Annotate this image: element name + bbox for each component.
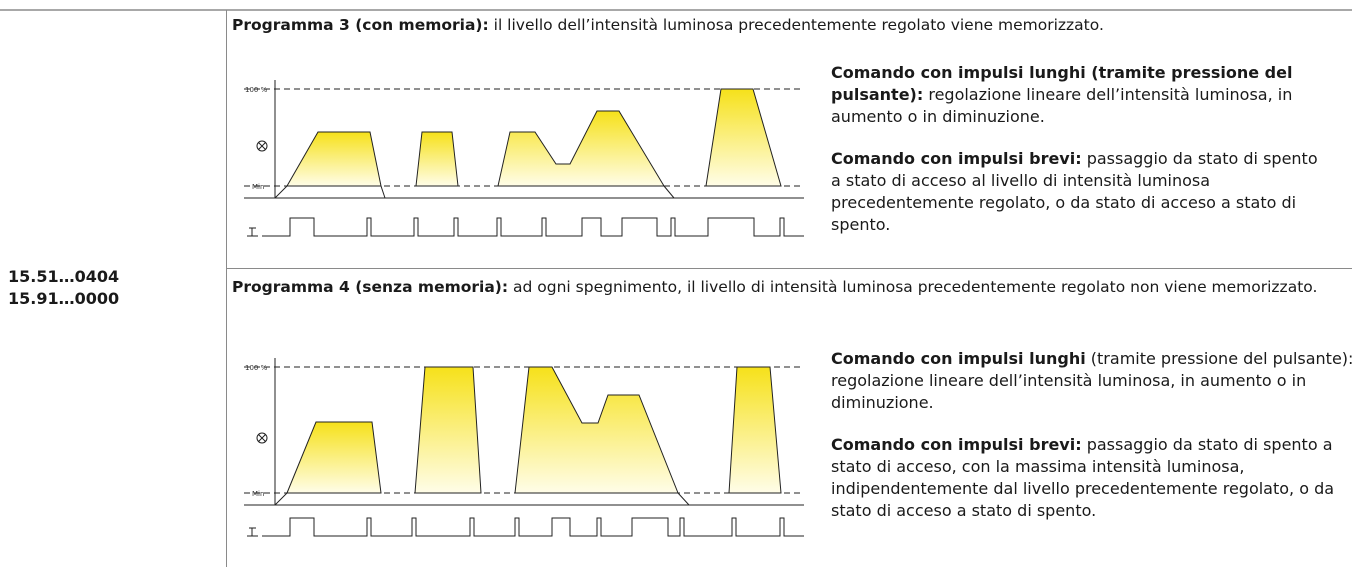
level-trace bbox=[380, 185, 386, 199]
level-trace bbox=[274, 185, 288, 199]
program4-long-title: Comando con impulsi lunghi bbox=[831, 349, 1086, 368]
program3-text: il livello dell’intensità luminosa prece… bbox=[488, 16, 1104, 34]
lamp-icon bbox=[256, 140, 268, 152]
program4-description: Comando con impulsi lunghi (tramite pres… bbox=[831, 348, 1352, 522]
program4-long-press: Comando con impulsi lunghi (tramite pres… bbox=[831, 348, 1352, 414]
program4-title: Programma 4 (senza memoria): bbox=[232, 278, 509, 296]
light-pulse bbox=[728, 366, 782, 494]
program4-long-text: (tramite pressione del pulsante): regola… bbox=[831, 349, 1352, 412]
light-pulse bbox=[414, 366, 482, 494]
top-rule bbox=[0, 9, 1352, 11]
program4-text: ad ogni spegnimento, il livello di inten… bbox=[508, 278, 1318, 296]
light-pulse bbox=[415, 131, 459, 187]
pushbutton-signal bbox=[262, 517, 804, 537]
product-code: 15.51…0404 bbox=[8, 267, 120, 286]
max-label: 100 % bbox=[245, 364, 268, 372]
product-codes: 15.51…0404 15.91…0000 bbox=[8, 266, 119, 310]
program4-short-title: Comando con impulsi brevi: bbox=[831, 435, 1082, 454]
program3-title: Programma 3 (con memoria): bbox=[232, 16, 489, 34]
program4-heading: Programma 4 (senza memoria): ad ogni spe… bbox=[232, 275, 1337, 299]
program3-short-title: Comando con impulsi brevi: bbox=[831, 149, 1082, 168]
program3-long-title: Comando con impulsi lunghi (tramite pres… bbox=[831, 63, 1293, 104]
light-pulse bbox=[497, 110, 665, 187]
light-pulse bbox=[286, 131, 382, 187]
pushbutton-icon bbox=[247, 527, 258, 537]
lamp-icon bbox=[256, 432, 268, 444]
min-label: Min bbox=[252, 183, 264, 191]
program3-long-press: Comando con impulsi lunghi (tramite pres… bbox=[831, 62, 1321, 128]
program3-heading: Programma 3 (con memoria): il livello de… bbox=[232, 13, 1332, 37]
product-code: 15.91…0000 bbox=[8, 289, 120, 308]
light-pulse bbox=[286, 421, 382, 494]
pushbutton-signal bbox=[262, 217, 804, 237]
min-label: Min bbox=[252, 490, 264, 498]
program3-diagram: 100 % Min bbox=[232, 68, 807, 268]
program4-short-text: passaggio da stato di spento a stato di … bbox=[831, 435, 1335, 520]
light-pulse bbox=[705, 88, 782, 187]
program4-short-press: Comando con impulsi brevi: passaggio da … bbox=[831, 434, 1352, 522]
level-trace bbox=[663, 185, 675, 199]
column-divider bbox=[226, 10, 227, 567]
level-trace bbox=[677, 492, 690, 506]
program3-short-text: passaggio da stato di spento a stato di … bbox=[831, 149, 1318, 234]
max-label: 100 % bbox=[245, 86, 268, 94]
program3-description: Comando con impulsi lunghi (tramite pres… bbox=[831, 62, 1321, 236]
light-pulse bbox=[514, 366, 679, 494]
row-divider bbox=[226, 268, 1352, 269]
program3-long-text: regolazione lineare dell’intensità lumin… bbox=[831, 85, 1293, 126]
program4-diagram: 100 % Min bbox=[232, 350, 807, 550]
level-trace bbox=[274, 492, 288, 506]
program3-short-press: Comando con impulsi brevi: passaggio da … bbox=[831, 148, 1321, 236]
pushbutton-icon bbox=[247, 227, 258, 237]
